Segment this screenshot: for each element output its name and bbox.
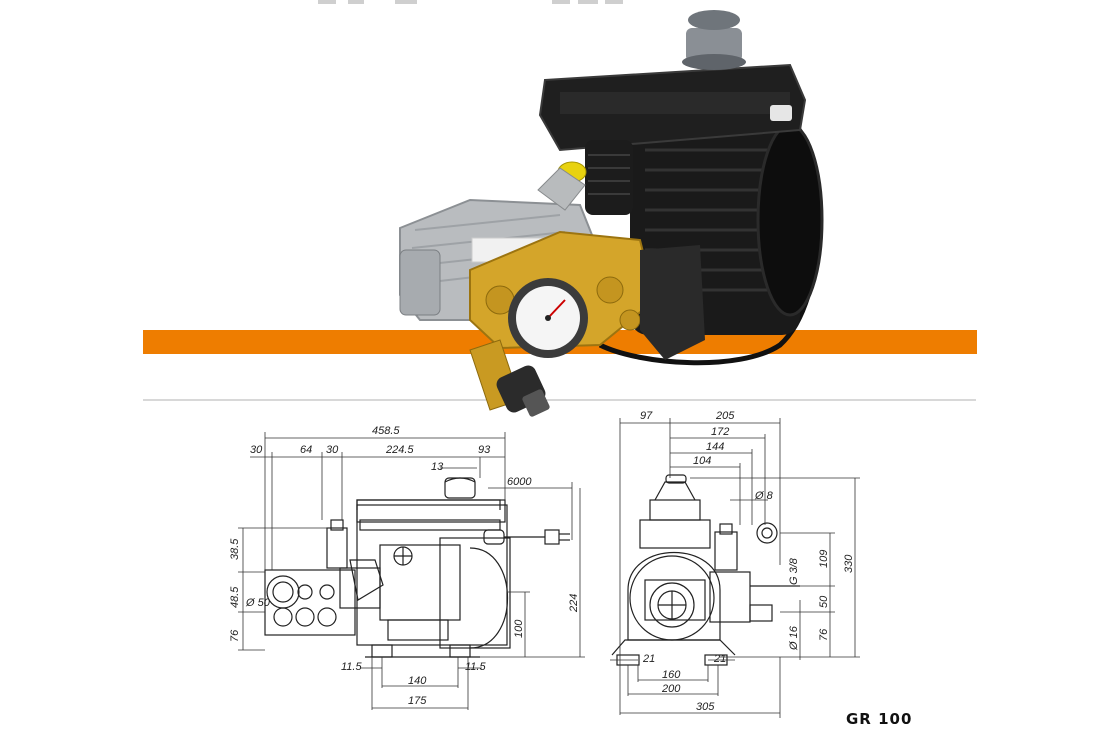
front-dim-right-b: 330 <box>843 554 855 573</box>
unloader-valve <box>585 140 633 215</box>
front-dim-top-e: 104 <box>693 455 711 467</box>
front-motor-outline <box>611 474 800 666</box>
front-dim-bottom-c: 160 <box>662 669 681 681</box>
side-dim-top-f: 13 <box>431 461 444 473</box>
front-dim-top-c: 172 <box>711 426 729 438</box>
side-pump-outline <box>264 519 384 636</box>
front-dim-top-a: 97 <box>640 410 653 422</box>
front-dim-right-a: 109 <box>818 550 830 568</box>
product-photo <box>399 10 824 417</box>
front-dim-top-d: 144 <box>706 441 724 453</box>
motor-end-cap <box>756 123 824 317</box>
side-dim-cable: 6000 <box>507 476 532 488</box>
front-dim-bottom-d: 200 <box>661 683 681 695</box>
side-dim-top-d: 224.5 <box>385 444 414 456</box>
front-dim-thread: G 3/8 <box>788 557 800 585</box>
cropped-title-remnant <box>318 0 623 4</box>
side-dim-overall: 458.5 <box>372 425 400 437</box>
side-dim-left-b: 48.5 <box>229 586 241 608</box>
side-view-drawing: 458.5 30 64 30 224.5 93 13 6000 38.5 48.… <box>229 425 585 710</box>
side-dim-bottom-b: 11.5 <box>465 661 486 673</box>
side-dim-bottom-a: 11.5 <box>341 661 362 673</box>
side-dim-left-c: 76 <box>229 629 241 642</box>
front-dim-top-b: 205 <box>715 410 735 422</box>
side-dim-right-a: 100 <box>513 619 525 638</box>
front-dim-bottom-b: 21 <box>713 653 726 665</box>
side-dim-bottom-d: 175 <box>408 695 427 707</box>
side-dim-top-a: 30 <box>250 444 263 456</box>
side-dim-diameter: Ø 50 <box>245 597 271 609</box>
front-dim-right-c: 50 <box>818 595 830 608</box>
front-dim-right-d: 76 <box>818 628 830 641</box>
side-dim-right-b: 224 <box>568 594 580 613</box>
vent-cap <box>686 28 742 62</box>
side-dim-left-a: 38.5 <box>229 538 241 560</box>
front-dim-top-f: Ø 8 <box>754 490 774 502</box>
side-vent-cap <box>444 477 570 545</box>
front-dim-bottom-e: 305 <box>696 701 715 713</box>
side-dim-top-e: 93 <box>478 444 491 456</box>
front-view-drawing: 97 205 172 144 104 Ø 8 G 3/8 109 330 50 … <box>610 410 860 718</box>
side-dim-bottom-c: 140 <box>408 675 427 687</box>
side-motor-outline <box>356 499 511 658</box>
front-dim-bottom-a: 21 <box>642 653 655 665</box>
front-dim-diameter: Ø 16 <box>788 625 800 651</box>
side-dim-top-b: 64 <box>300 444 312 456</box>
side-dim-top-c: 30 <box>326 444 339 456</box>
model-label: GR 100 <box>846 710 913 728</box>
